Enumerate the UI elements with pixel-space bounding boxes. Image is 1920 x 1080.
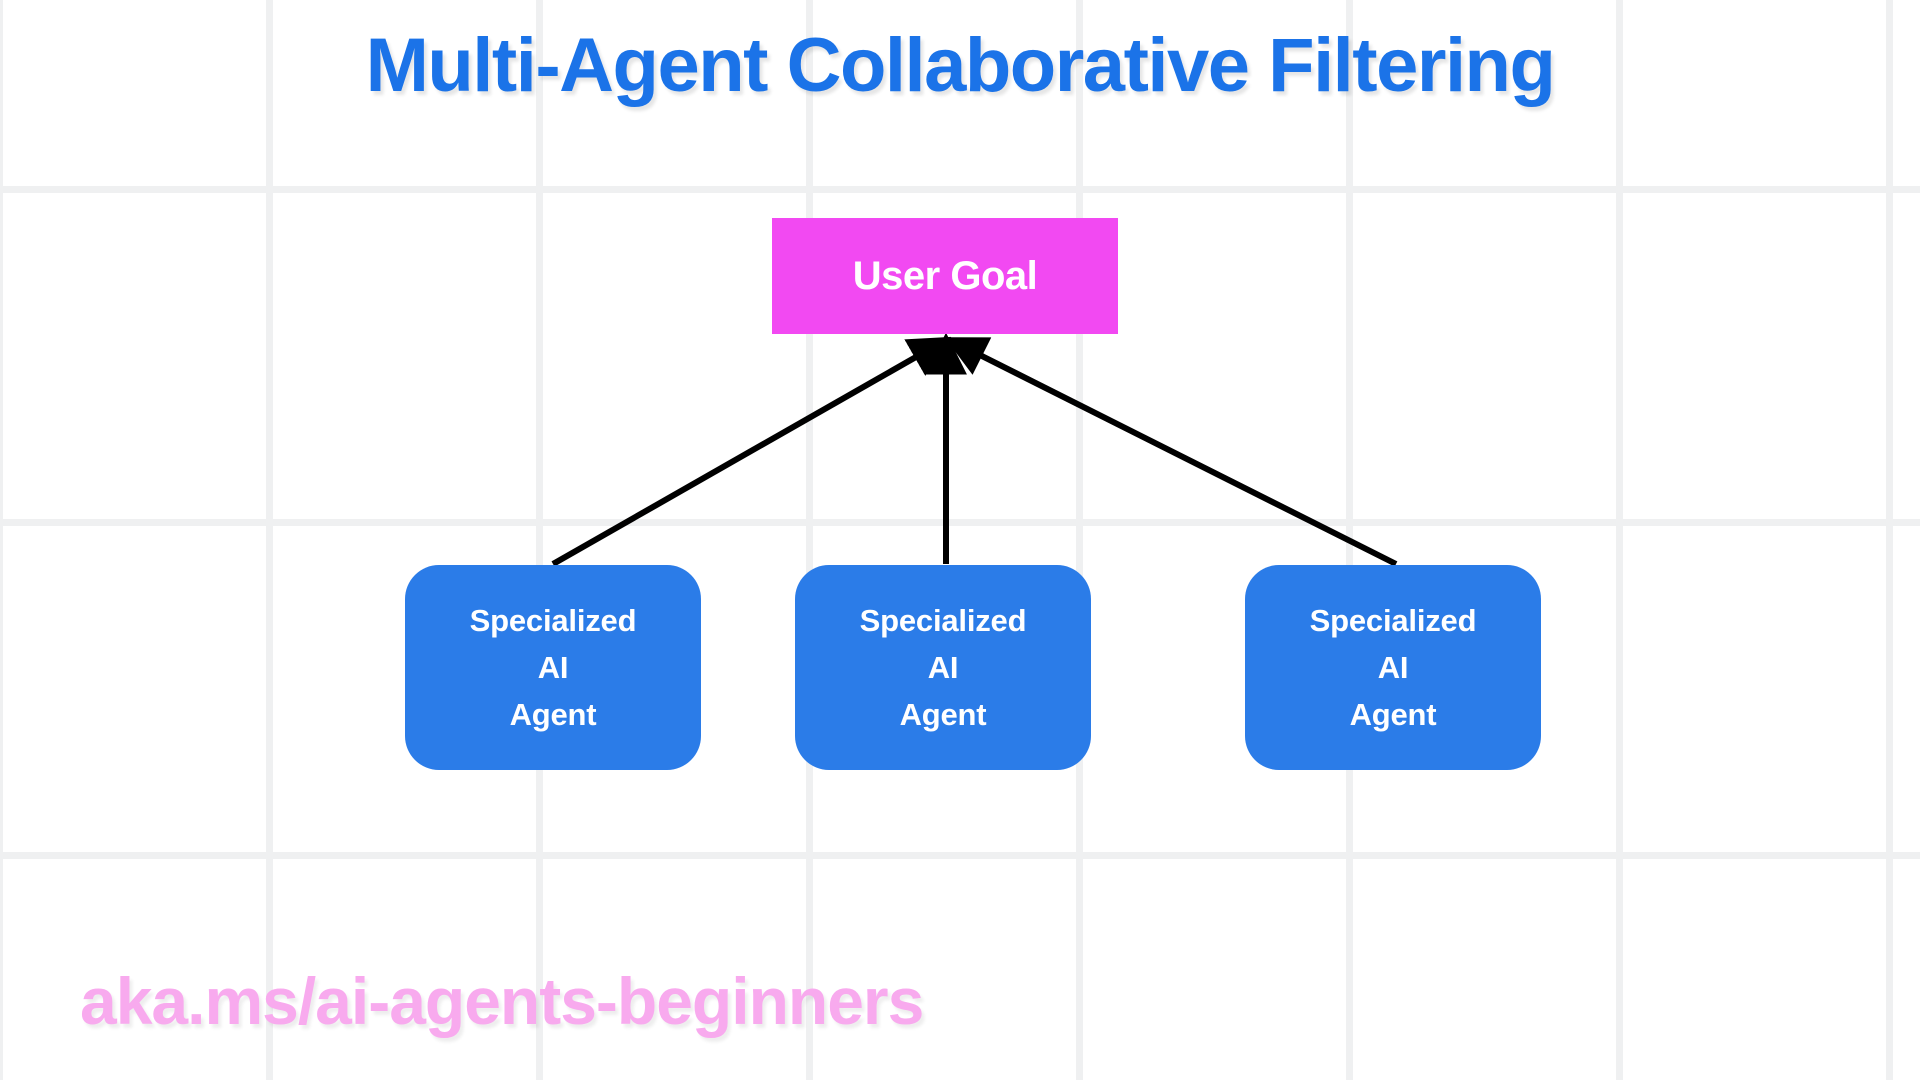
footer-url-text[interactable]: aka.ms/ai-agents-beginners	[80, 964, 924, 1038]
node-agent-1-line-1: Specialized	[469, 602, 637, 638]
node-agent-1-line-2: AI	[537, 649, 569, 685]
node-agent-1-label: Specialized AI Agent	[470, 597, 637, 738]
node-agent-3-line-2: AI	[1377, 649, 1409, 685]
page-title: Multi-Agent Collaborative Filtering	[365, 23, 1556, 108]
node-user-goal-label: User Goal	[852, 253, 1038, 298]
edge-agent-1-to-goal	[551, 336, 952, 567]
node-agent-3-label: Specialized AI Agent	[1310, 597, 1477, 738]
node-specialized-ai-agent-2[interactable]: Specialized AI Agent	[795, 565, 1091, 770]
node-specialized-ai-agent-3[interactable]: Specialized AI Agent	[1245, 565, 1541, 770]
node-agent-3-line-1: Specialized	[1309, 602, 1477, 638]
node-agent-2-line-3: Agent	[899, 697, 987, 733]
node-user-goal[interactable]: User Goal	[772, 218, 1118, 334]
node-specialized-ai-agent-1[interactable]: Specialized AI Agent	[405, 565, 701, 770]
node-agent-2-label: Specialized AI Agent	[860, 597, 1027, 738]
node-agent-2-line-1: Specialized	[859, 602, 1027, 638]
node-agent-2-line-2: AI	[927, 649, 959, 685]
node-agent-1-line-3: Agent	[509, 697, 597, 733]
node-agent-3-line-3: Agent	[1349, 697, 1437, 733]
edge-agent-3-to-goal	[944, 337, 1398, 567]
